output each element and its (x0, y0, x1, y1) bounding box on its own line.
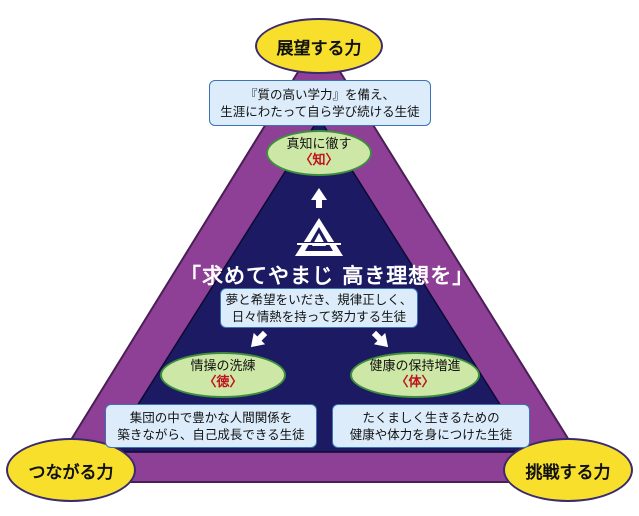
health-sub: 〈体〉 (395, 375, 435, 390)
knowledge-label: 真知に徹す (286, 136, 352, 152)
virtue-sub: 〈徳〉 (203, 375, 243, 390)
power-left-label: つながる力 (28, 462, 114, 483)
virtue-label: 情操の洗練 (190, 358, 256, 374)
center-description-line1: 夢と希望をいだき、規律正しく、 (225, 291, 413, 307)
top-description-line2: 生涯にわたって自ら学び続ける生徒 (220, 104, 420, 119)
center-description-line2: 日々情熱を持って努力する生徒 (231, 309, 407, 324)
power-top-ellipse: 展望する力 (255, 18, 383, 74)
right-description-line2: 健康や体力を身につけた生徒 (349, 427, 513, 442)
center-description-box: 夢と希望をいだき、規律正しく、 日々情熱を持って努力する生徒 (220, 288, 418, 328)
right-description-line1: たくましく生きるための (362, 409, 500, 425)
arrow-up-icon (311, 188, 327, 208)
left-description-box: 集団の中で豊かな人間関係を 築きながら、自己成長できる生徒 (105, 404, 317, 448)
top-description-box: 『質の高い学力』を備え、 生涯にわたって自ら学び続ける生徒 (209, 80, 431, 126)
virtue-ellipse: 情操の洗練 〈徳〉 (160, 352, 286, 398)
health-ellipse: 健康の保持増進 〈体〉 (350, 352, 480, 398)
arrow-down-right-icon (371, 330, 389, 348)
slogan-text: 「求めてやまじ 高き理想を」 (180, 263, 475, 288)
power-top-label: 展望する力 (276, 38, 362, 59)
left-description-line2: 築きながら、自己成長できる生徒 (117, 427, 305, 442)
health-label: 健康の保持増進 (369, 358, 461, 374)
school-emblem-icon (295, 218, 343, 256)
right-description-box: たくましく生きるための 健康や体力を身につけた生徒 (332, 404, 530, 448)
arrow-down-left-icon (250, 330, 268, 348)
knowledge-sub: 〈知〉 (299, 153, 339, 168)
power-right-ellipse: 挑戦する力 (503, 438, 633, 502)
knowledge-ellipse: 真知に徹す 〈知〉 (266, 130, 372, 176)
top-description-line1: 『質の高い学力』を備え、 (244, 86, 395, 102)
power-right-label: 挑戦する力 (525, 462, 611, 483)
power-left-ellipse: つながる力 (6, 438, 136, 502)
left-description-line1: 集団の中で豊かな人間関係を (129, 409, 293, 425)
